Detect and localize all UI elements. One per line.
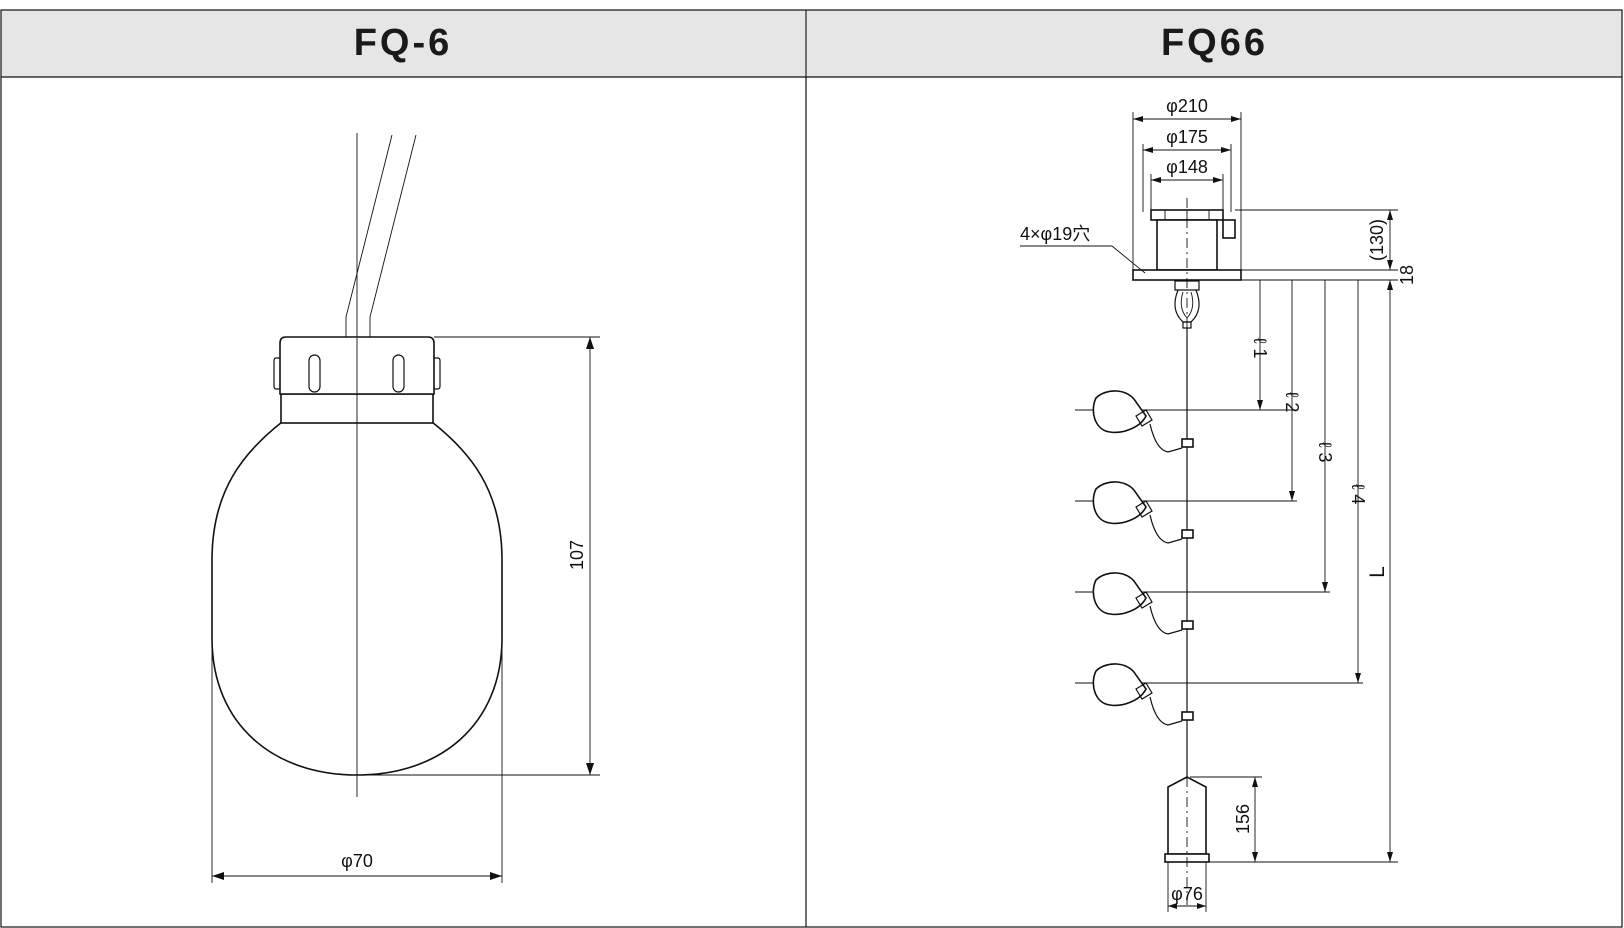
panel-title-fq66: FQ66 (807, 10, 1622, 77)
fq66-head-gland (1222, 219, 1236, 239)
fq66-plate-label: 18 (1397, 265, 1417, 285)
fq6-float-drawing: 107 φ70 (211, 133, 600, 883)
fq66-float-2 (1075, 481, 1297, 544)
fq66-weight-height-label: 156 (1233, 804, 1253, 834)
fq6-cable (345, 134, 393, 338)
fq66-assembly-drawing: φ210 φ175 φ148 4×φ19穴 (1020, 96, 1417, 912)
fq66-l1-label: ℓ 1 (1250, 338, 1270, 359)
table-frame (0, 9, 1623, 928)
fq66-weight (1164, 776, 1210, 905)
fq66-d148-label: φ148 (1166, 157, 1208, 177)
fq66-holes-label: 4×φ19穴 (1020, 224, 1090, 244)
fq6-cap-slot (308, 354, 321, 393)
fq66-l4-label: ℓ 4 (1348, 484, 1368, 505)
fq66-l2-label: ℓ 2 (1282, 392, 1302, 413)
fq66-weight-diameter-label: φ76 (1171, 884, 1203, 904)
fq66-length-dimensions: ℓ 1 ℓ 2 ℓ 3 ℓ 4 L (1250, 280, 1393, 862)
fq6-height-label: 107 (567, 540, 587, 570)
fq66-head-height-label: (130) (1367, 219, 1387, 261)
fq66-float-3 (1075, 572, 1330, 635)
panel-title-fq6: FQ-6 (1, 10, 805, 77)
fq66-float-1 (1075, 390, 1297, 453)
fq66-d210-label: φ210 (1166, 96, 1208, 116)
fq6-diameter-label: φ70 (341, 851, 373, 871)
fq66-total-length-label: L (1366, 566, 1389, 578)
fq66-d175-label: φ175 (1166, 127, 1208, 147)
fq66-l3-label: ℓ 3 (1315, 442, 1335, 463)
fq66-float-4 (1075, 663, 1363, 726)
